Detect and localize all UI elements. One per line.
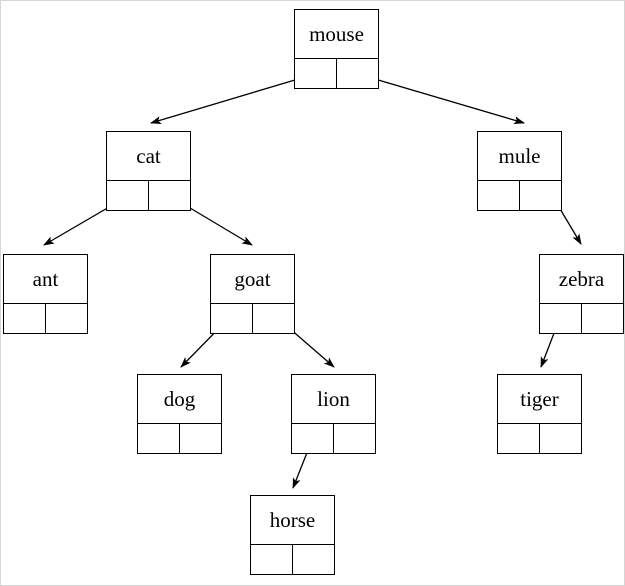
node-pointers-dog (138, 424, 221, 453)
node-right-pointer-goat[interactable] (253, 304, 294, 333)
node-left-pointer-horse[interactable] (251, 545, 293, 574)
node-label-mule: mule (478, 132, 561, 181)
node-pointers-goat (211, 304, 294, 333)
tree-node-ant[interactable]: ant (3, 254, 88, 334)
node-left-pointer-ant[interactable] (4, 304, 46, 333)
node-left-pointer-mule[interactable] (478, 181, 520, 210)
node-label-mouse: mouse (295, 10, 378, 59)
tree-node-mouse[interactable]: mouse (294, 9, 379, 89)
tree-node-tiger[interactable]: tiger (497, 374, 582, 454)
node-right-pointer-dog[interactable] (180, 424, 221, 453)
tree-edge-mouse-cat (150, 73, 316, 124)
node-left-pointer-tiger[interactable] (498, 424, 540, 453)
node-label-ant: ant (4, 255, 87, 304)
node-right-pointer-mouse[interactable] (337, 59, 378, 88)
node-pointers-cat (107, 181, 190, 210)
node-label-zebra: zebra (540, 255, 623, 304)
node-label-dog: dog (138, 375, 221, 424)
node-right-pointer-cat[interactable] (149, 181, 190, 210)
node-pointers-mouse (295, 59, 378, 88)
node-left-pointer-lion[interactable] (292, 424, 334, 453)
tree-node-horse[interactable]: horse (250, 495, 335, 575)
node-right-pointer-ant[interactable] (46, 304, 87, 333)
node-right-pointer-lion[interactable] (334, 424, 375, 453)
tree-node-mule[interactable]: mule (477, 131, 562, 211)
node-label-lion: lion (292, 375, 375, 424)
node-label-goat: goat (211, 255, 294, 304)
node-pointers-ant (4, 304, 87, 333)
node-pointers-mule (478, 181, 561, 210)
tree-node-dog[interactable]: dog (137, 374, 222, 454)
node-left-pointer-dog[interactable] (138, 424, 180, 453)
node-pointers-horse (251, 545, 334, 574)
node-right-pointer-mule[interactable] (520, 181, 561, 210)
node-label-tiger: tiger (498, 375, 581, 424)
tree-node-cat[interactable]: cat (106, 131, 191, 211)
node-left-pointer-goat[interactable] (211, 304, 253, 333)
tree-node-goat[interactable]: goat (210, 254, 295, 334)
tree-node-zebra[interactable]: zebra (539, 254, 624, 334)
node-right-pointer-horse[interactable] (293, 545, 334, 574)
tree-node-lion[interactable]: lion (291, 374, 376, 454)
node-label-cat: cat (107, 132, 190, 181)
node-left-pointer-zebra[interactable] (540, 304, 582, 333)
node-label-horse: horse (251, 496, 334, 545)
node-left-pointer-mouse[interactable] (295, 59, 337, 88)
node-left-pointer-cat[interactable] (107, 181, 149, 210)
node-pointers-zebra (540, 304, 623, 333)
tree-edge-mouse-mule (357, 73, 525, 125)
node-pointers-tiger (498, 424, 581, 453)
node-right-pointer-zebra[interactable] (582, 304, 623, 333)
node-right-pointer-tiger[interactable] (540, 424, 581, 453)
node-pointers-lion (292, 424, 375, 453)
